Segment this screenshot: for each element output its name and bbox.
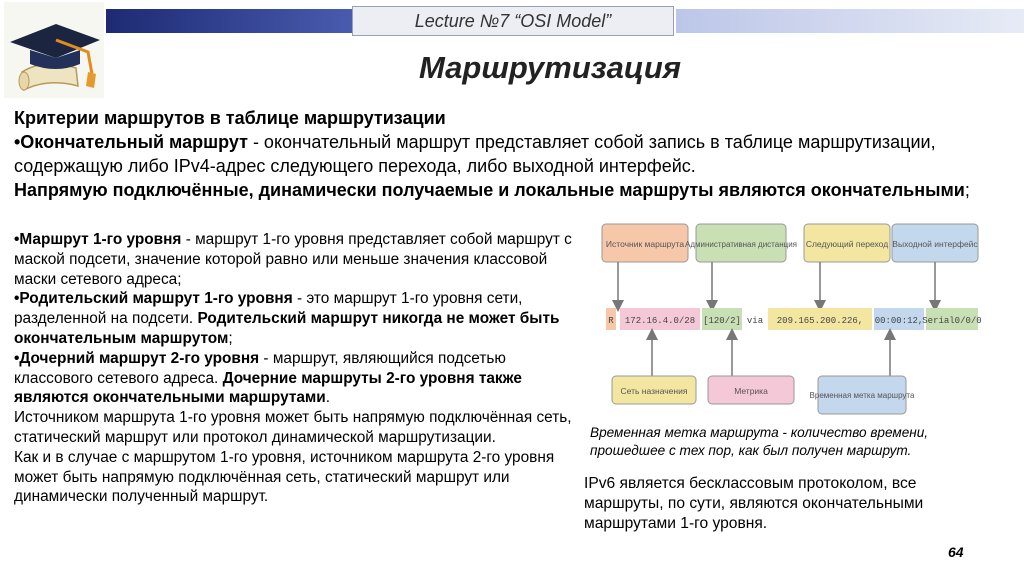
bottom-box-destination: Сеть назначения — [611, 375, 697, 405]
parent-label: •Родительский маршрут 1-го уровня — [14, 290, 293, 308]
route-code: R — [608, 316, 614, 326]
top-text-block: Критерии маршрутов в таблице маршрутизац… — [14, 106, 1004, 202]
timestamp-caption: Временная метка маршрута - количество вр… — [590, 425, 929, 458]
bottom-box-metric-label: Метрика — [734, 386, 768, 396]
header-bar-right — [676, 9, 1024, 33]
slide-title: Маршрутизация — [418, 50, 682, 85]
top-box-source: Источник маршрута — [601, 223, 689, 263]
ipv6-note: IPv6 является бесклассовым протоколом, в… — [584, 475, 924, 532]
route-entry-diagram: Источник маршрута Административная диста… — [601, 223, 982, 415]
graduation-cap-logo — [4, 2, 104, 98]
route-interface: Serial0/0/0 — [922, 316, 981, 326]
bottom-box-metric: Метрика — [707, 375, 795, 405]
punctuation: . — [325, 389, 331, 407]
bottom-box-destination-label: Сеть назначения — [621, 386, 688, 396]
route-network: 172.16.4.0/28 — [625, 316, 695, 326]
lecture-title: Lecture №7 “OSI Model” — [352, 6, 674, 36]
source-level2-text: Как и в случае с маршрутом 1-го уровня, … — [14, 448, 555, 506]
top-box-next-hop-label: Следующий переход — [806, 239, 888, 249]
punctuation: ; — [228, 329, 233, 347]
child-bold-text: Дочерние маршруты 2-го уровня также явля… — [14, 369, 522, 407]
top-box-exit-interface-label: Выходной интерфейс — [892, 239, 978, 249]
parent-text: - это маршрут 1-го уровня сети, разделен… — [14, 290, 523, 328]
criteria-heading: Критерии маршрутов в таблице маршрутизац… — [14, 108, 446, 128]
top-box-admin-distance-label: Административная дистанция — [685, 240, 797, 249]
top-box-next-hop: Следующий переход — [803, 223, 891, 263]
page-number: 64 — [948, 544, 964, 560]
punctuation: ; — [964, 180, 970, 200]
route-next-hop: 209.165.200.226, — [777, 316, 863, 326]
route-admin-metric: [120/2] — [703, 316, 741, 326]
header-bar-left — [106, 9, 356, 33]
bottom-box-timestamp-label: Временная метка маршрута — [810, 391, 915, 400]
source-level1-text: Источником маршрута 1-го уровня может бы… — [14, 409, 572, 446]
final-routes-statement: Напрямую подключённые, динамически получ… — [14, 180, 965, 200]
top-box-exit-interface: Выходной интерфейс — [891, 223, 979, 263]
final-route-label: •Окончательный маршрут — [14, 132, 248, 152]
child-text: - маршрут, являющийся подсетью классовог… — [14, 349, 506, 387]
route-via: via — [747, 316, 764, 326]
child-label: •Дочерний маршрут 2-го уровня — [14, 349, 260, 367]
top-box-admin-distance: Административная дистанция — [685, 223, 797, 263]
bottom-box-timestamp: Временная метка маршрута — [810, 375, 915, 415]
final-route-text: - окончательный маршрут представляет соб… — [14, 132, 936, 176]
level1-label: •Маршрут 1-го уровня — [14, 231, 182, 248]
top-box-source-label: Источник маршрута — [606, 239, 684, 249]
route-entry-line: R 172.16.4.0/28 [120/2] via 209.165.200.… — [606, 308, 982, 330]
route-time: 00:00:12, — [875, 316, 924, 326]
level1-text: - маршрут 1-го уровня представляет собой… — [14, 231, 572, 288]
left-text-block: •Маршрут 1-го уровня - маршрут 1-го уров… — [14, 230, 574, 507]
parent-bold-text: Родительский маршрут никогда не может бы… — [14, 310, 560, 347]
